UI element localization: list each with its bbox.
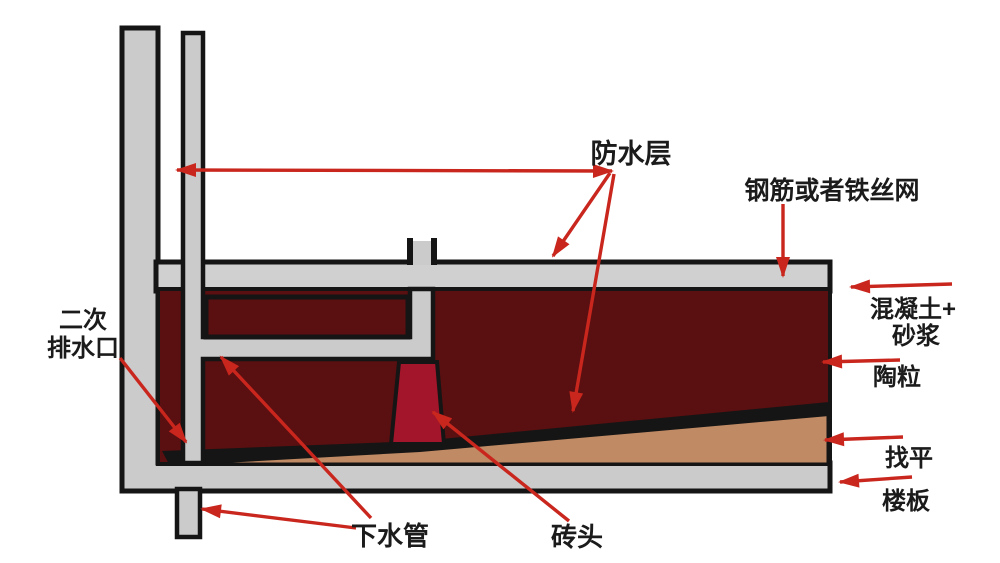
arrow-ceramsite xyxy=(821,354,901,369)
label-concrete-line1: 混凝土+ xyxy=(870,296,956,323)
label-brick: 砖头 xyxy=(551,522,603,552)
label-drain-pipe: 下水管 xyxy=(351,521,429,551)
concrete-mortar-layer xyxy=(153,259,833,294)
arrow-concrete xyxy=(849,279,953,294)
floor-drain-left-wall xyxy=(407,238,413,265)
floor-drain-fill xyxy=(411,241,433,265)
slope-waterproof-line xyxy=(162,402,829,466)
support-brick xyxy=(388,360,447,446)
arrow-secondary-drain xyxy=(118,356,188,444)
arrow-drainpipe-to-elbow xyxy=(219,355,373,520)
arrow-waterproof-to-slope xyxy=(569,173,616,413)
label-waterproof: 防水层 xyxy=(591,139,672,169)
backfill-pocket xyxy=(203,294,411,340)
label-ceramsite: 陶粒 xyxy=(873,363,921,391)
arrow-floor-slab xyxy=(838,473,913,488)
arrow-leveling xyxy=(823,432,904,447)
arrow-waterproof-to-pipe xyxy=(175,163,614,178)
annotation-arrows xyxy=(118,163,953,530)
label-floor-slab: 楼板 xyxy=(882,488,931,515)
label-leveling: 找平 xyxy=(885,445,933,472)
label-secondary-drain-line2: 排水口 xyxy=(47,335,119,362)
arrow-brick xyxy=(431,410,571,523)
pipe-below-slab xyxy=(174,486,203,540)
arrow-drainpipe-to-stub xyxy=(200,504,357,530)
label-concrete-line2: 砂浆 xyxy=(892,322,941,350)
label-mesh: 钢筋或者铁丝网 xyxy=(744,176,919,205)
arrow-waterproof-to-band xyxy=(551,172,612,258)
drain-pipe-assembly xyxy=(180,30,436,466)
floor-drain-right-wall xyxy=(431,238,437,265)
label-secondary-drain-line1: 二次 xyxy=(59,307,107,334)
